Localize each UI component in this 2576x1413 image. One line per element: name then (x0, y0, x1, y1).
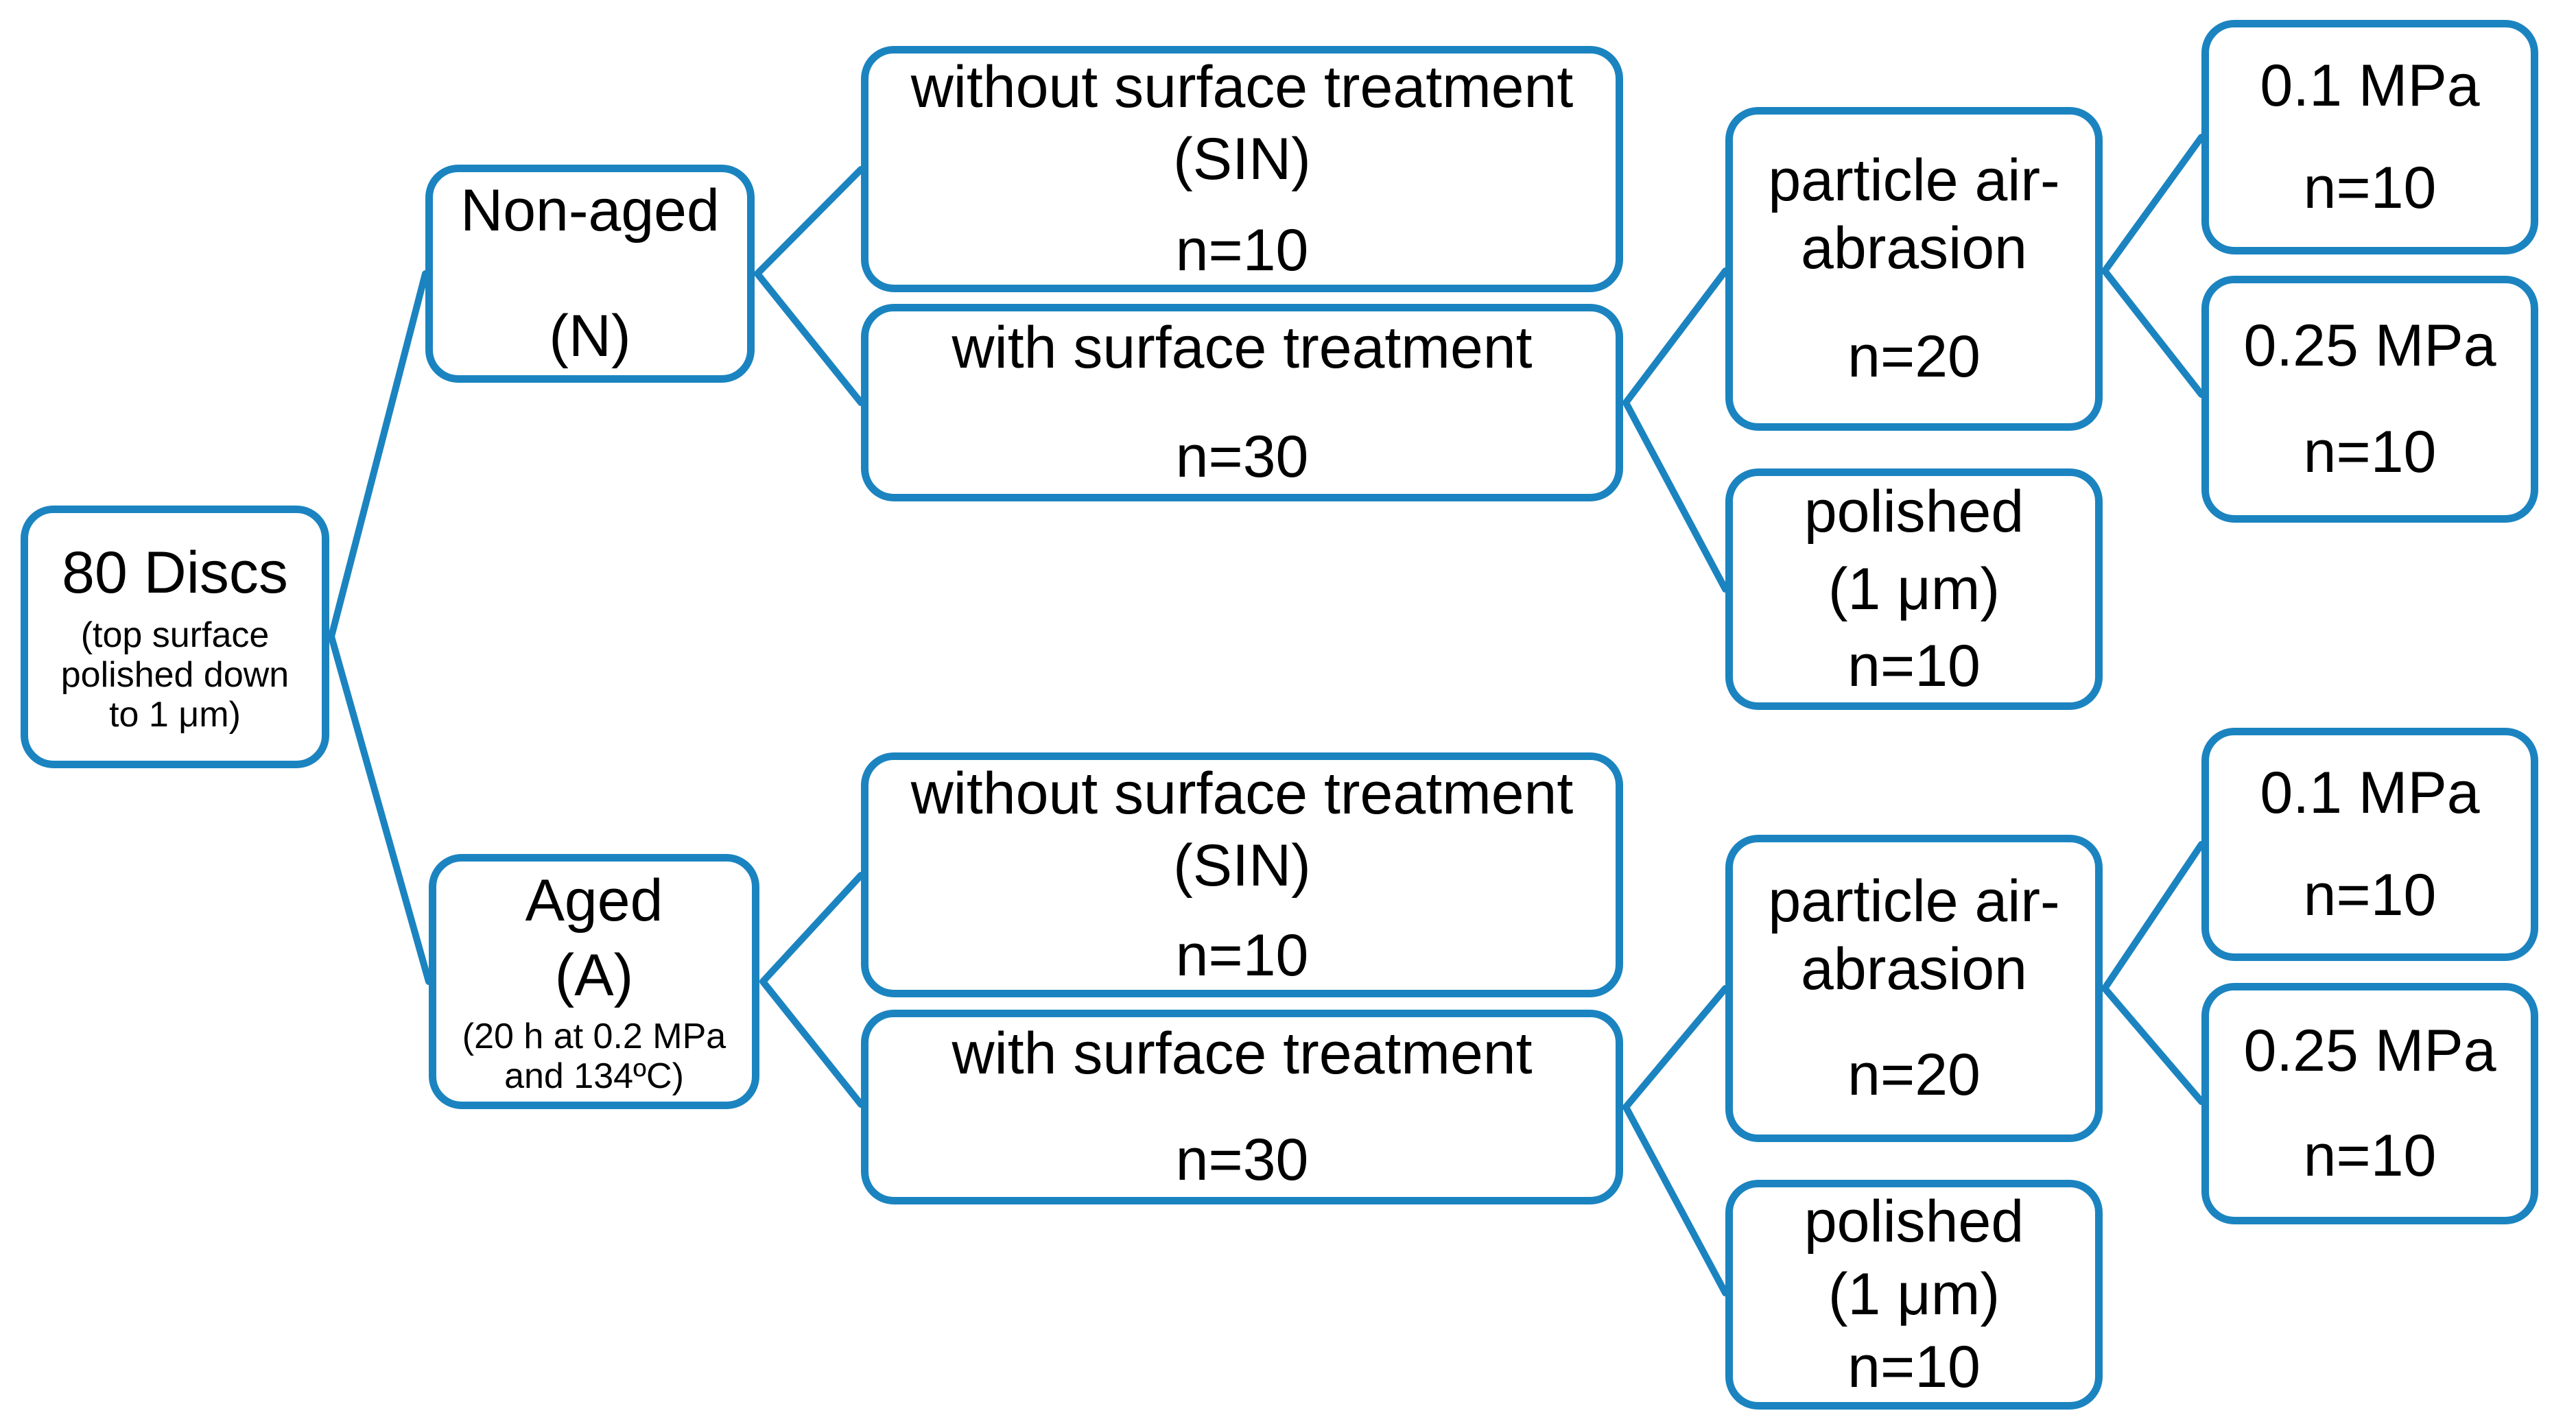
node-sample-size: n=10 (1175, 217, 1309, 283)
node-aged-pressure-01mpa: 0.1 MPa n=10 (2201, 728, 2538, 961)
node-title: particle air-abrasion (1768, 868, 2060, 1002)
node-subtitle: (1 μm) (1828, 1261, 2000, 1328)
node-sample-size: n=10 (1175, 922, 1309, 988)
node-non-aged: Non-aged (N) (425, 165, 755, 383)
node-sample-size: n=30 (1175, 1127, 1309, 1193)
node-sample-size: n=10 (2303, 155, 2437, 221)
node-title: with surface treatment (952, 1021, 1533, 1087)
node-aged-polished: polished (1 μm) n=10 (1725, 1180, 2103, 1410)
node-subtitle: (N) (549, 303, 631, 369)
node-nonaged-pressure-01mpa: 0.1 MPa n=10 (2201, 20, 2538, 254)
connector-nonaged-branches (754, 166, 864, 406)
node-sample-size: n=10 (1847, 1333, 1981, 1400)
node-title: 80 Discs (62, 539, 288, 606)
node-nonaged-with-surface-treatment: with surface treatment n=30 (861, 304, 1623, 501)
node-subtitle: (A) (554, 942, 634, 1008)
node-subtitle: (top surface polished down to 1 μm) (60, 615, 289, 735)
node-title: without surface treatment (910, 761, 1574, 827)
node-sample-size: n=20 (1847, 1042, 1981, 1108)
node-aged-with-surface-treatment: with surface treatment n=30 (861, 1010, 1623, 1204)
node-subtitle: (SIN) (1173, 833, 1311, 899)
connector-nabrasion-branches (2101, 134, 2205, 398)
node-aged-particle-air-abrasion: particle air-abrasion n=20 (1725, 835, 2103, 1142)
node-title: polished (1804, 478, 2024, 545)
node-title: Non-aged (460, 178, 720, 244)
node-sample-size: n=10 (2303, 1123, 2437, 1189)
node-sample-size: n=10 (2303, 862, 2437, 928)
node-subtitle: (1 μm) (1828, 556, 2000, 622)
node-title: with surface treatment (952, 315, 1533, 381)
node-aged-without-surface-treatment: without surface treatment (SIN) n=10 (861, 752, 1623, 997)
node-sample-size: n=30 (1175, 424, 1309, 490)
node-sample-size: n=10 (2303, 419, 2437, 485)
node-title: polished (1804, 1189, 2024, 1255)
node-nonaged-particle-air-abrasion: particle air-abrasion n=20 (1725, 107, 2103, 431)
connector-aged-branches (759, 872, 864, 1108)
node-aged: Aged (A) (20 h at 0.2 MPa and 134ºC) (429, 854, 759, 1109)
node-80-discs: 80 Discs (top surface polished down to 1… (21, 506, 329, 768)
node-subtitle: (SIN) (1173, 126, 1311, 193)
node-title: 0.1 MPa (2260, 760, 2480, 827)
connector-aabrasion-branches (2101, 841, 2205, 1105)
node-sample-size: n=10 (1847, 633, 1981, 700)
node-note: (20 h at 0.2 MPa and 134ºC) (462, 1016, 726, 1096)
node-title: particle air-abrasion (1768, 147, 2060, 281)
node-aged-pressure-025mpa: 0.25 MPa n=10 (2201, 983, 2538, 1224)
node-nonaged-without-surface-treatment: without surface treatment (SIN) n=10 (861, 46, 1623, 292)
node-nonaged-polished: polished (1 μm) n=10 (1725, 468, 2103, 710)
node-title: 0.25 MPa (2243, 313, 2496, 379)
node-title: 0.25 MPa (2243, 1018, 2496, 1084)
node-title: without surface treatment (910, 54, 1574, 121)
node-title: Aged (525, 867, 663, 934)
node-nonaged-pressure-025mpa: 0.25 MPa n=10 (2201, 276, 2538, 523)
connector-root-branches (328, 270, 432, 985)
connector-nwith-branches (1622, 268, 1729, 593)
node-sample-size: n=20 (1847, 324, 1981, 390)
node-title: 0.1 MPa (2260, 53, 2480, 119)
connector-awith-branches (1622, 985, 1729, 1296)
